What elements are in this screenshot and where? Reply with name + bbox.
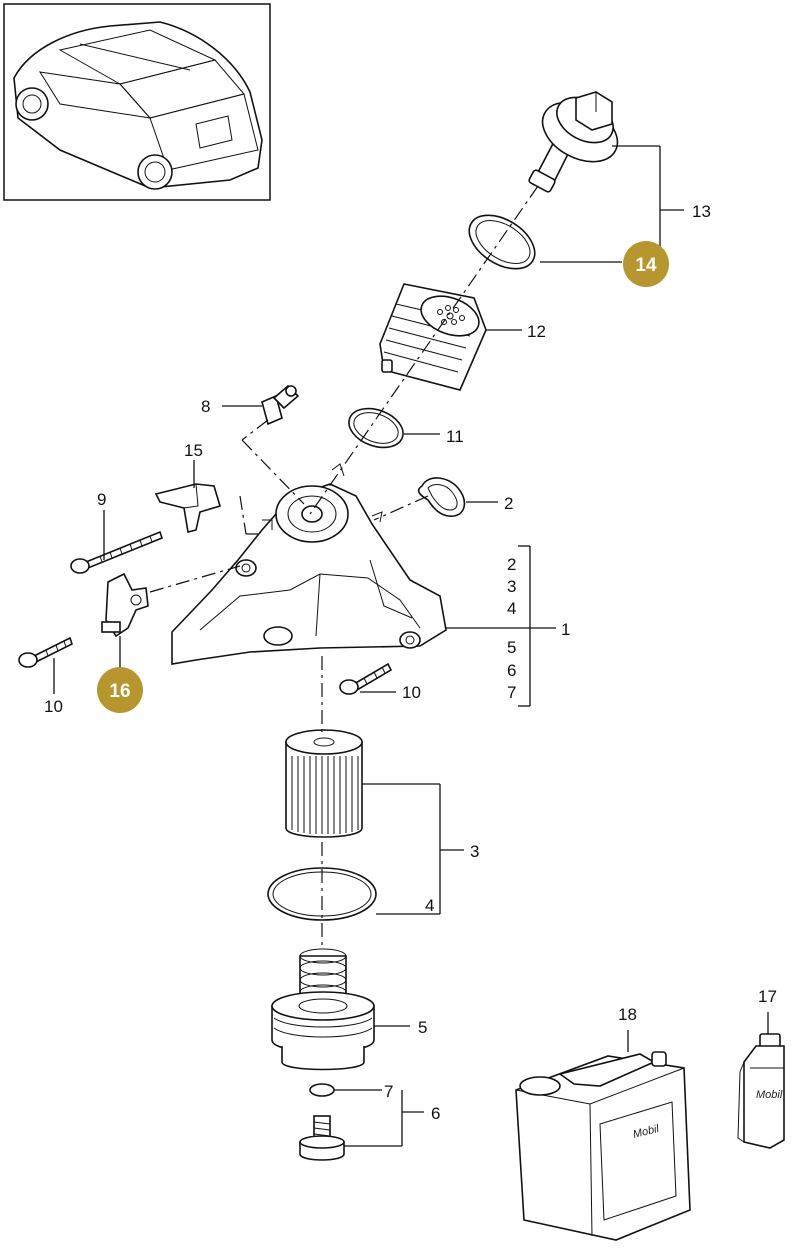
leader-lines bbox=[53, 145, 769, 1147]
part-8-sensor bbox=[261, 384, 300, 426]
label-10-right: 10 bbox=[402, 683, 421, 702]
group-label-2: 2 bbox=[507, 555, 516, 574]
part-labels: 13 12 11 8 2 15 9 10 10 1 2 3 4 5 6 7 3 … bbox=[44, 202, 777, 1123]
vehicle-thumbnail bbox=[3, 3, 271, 201]
label-8: 8 bbox=[201, 397, 210, 416]
part-16-bracket bbox=[101, 572, 149, 638]
label-12: 12 bbox=[527, 322, 546, 341]
part-6-drain-plug bbox=[299, 1115, 345, 1161]
group-label-5: 5 bbox=[507, 638, 516, 657]
part-17-oil-bottle: Mobil bbox=[737, 1033, 785, 1149]
label-10-left: 10 bbox=[44, 697, 63, 716]
part-2-gasket bbox=[417, 477, 466, 517]
part-7-seal bbox=[309, 1083, 335, 1097]
label-17: 17 bbox=[758, 987, 777, 1006]
label-4: 4 bbox=[425, 896, 434, 915]
group-label-6: 6 bbox=[507, 661, 516, 680]
label-3: 3 bbox=[470, 842, 479, 861]
badge-16-label: 16 bbox=[109, 681, 130, 702]
label-7: 7 bbox=[384, 1082, 393, 1101]
label-5: 5 bbox=[418, 1018, 427, 1037]
part-14-seal-ring bbox=[468, 214, 536, 270]
part-18-oil-canister: Mobil bbox=[515, 1051, 691, 1241]
part-10-bolt-left bbox=[18, 636, 73, 668]
label-1: 1 bbox=[561, 620, 570, 639]
part-10-bolt-right bbox=[339, 662, 393, 695]
assembly-axes bbox=[149, 185, 539, 950]
label-2: 2 bbox=[504, 494, 513, 513]
part-15-bracket bbox=[154, 483, 221, 533]
group-label-4: 4 bbox=[507, 599, 516, 618]
part-11-o-ring bbox=[348, 407, 404, 449]
part-3-filter-element bbox=[285, 729, 363, 838]
label-18: 18 bbox=[618, 1005, 637, 1024]
label-15: 15 bbox=[184, 441, 203, 460]
callout-badge-16: 16 bbox=[97, 667, 143, 713]
part-1-filter-housing bbox=[171, 463, 447, 665]
label-11: 11 bbox=[446, 427, 464, 446]
group-label-7: 7 bbox=[507, 683, 516, 702]
badge-14-label: 14 bbox=[635, 255, 657, 276]
part-5-filter-cap bbox=[271, 948, 375, 1071]
label-6: 6 bbox=[431, 1104, 440, 1123]
group-label-3: 3 bbox=[507, 577, 516, 596]
bottle-brand-text: Mobil bbox=[756, 1089, 783, 1101]
label-13: 13 bbox=[692, 202, 711, 221]
label-9: 9 bbox=[97, 490, 106, 509]
part-9-bolt bbox=[70, 530, 163, 574]
part-13-bolt bbox=[528, 91, 619, 193]
callout-badge-14: 14 bbox=[623, 241, 669, 287]
